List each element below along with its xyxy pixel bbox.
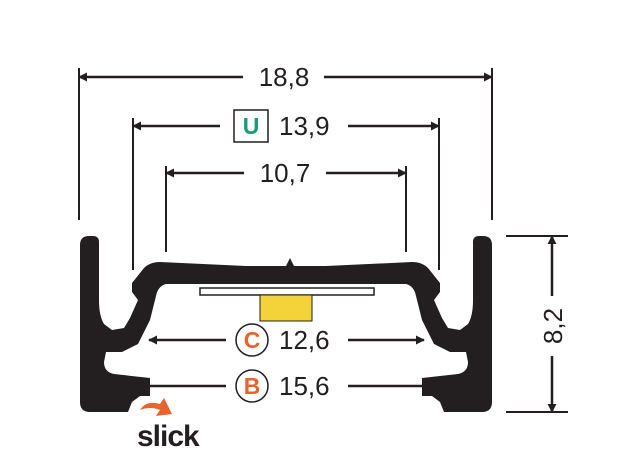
overall-width-label: 18,8 [259, 62, 310, 92]
extension-lines [78, 68, 568, 413]
height-label: 8,2 [538, 308, 568, 344]
b-badge-circle [235, 369, 269, 403]
aluminium-profile [80, 236, 492, 412]
logo-swoosh-icon [140, 398, 172, 416]
c-badge-letter: C [244, 327, 261, 353]
slick-logo: slick [137, 398, 201, 453]
logo-text: slick [137, 420, 200, 453]
b-width-label: 15,6 [279, 371, 330, 401]
c-badge-circle [235, 323, 269, 357]
u-badge-box [233, 109, 269, 143]
profile-base [160, 258, 412, 284]
diffuser-strip [199, 287, 375, 296]
u-badge-letter: U [243, 113, 260, 139]
u-width-label: 13,9 [279, 111, 330, 141]
dimension-lines [78, 72, 557, 413]
c-width-label: 12,6 [279, 325, 330, 355]
inner-width-label: 10,7 [260, 158, 311, 188]
b-badge-letter: B [244, 373, 261, 399]
led-chip [259, 294, 313, 322]
